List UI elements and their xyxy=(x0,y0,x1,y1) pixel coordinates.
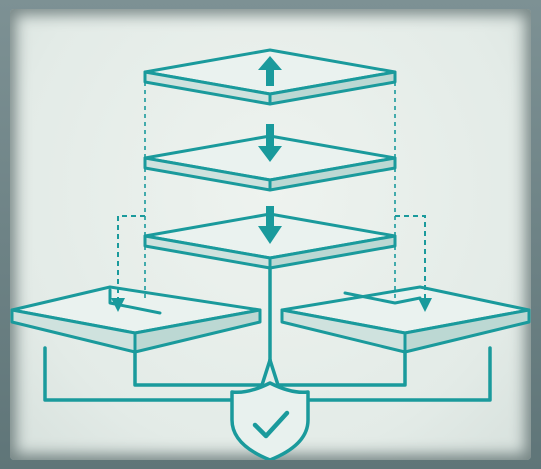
arrow-down-icon xyxy=(258,206,282,244)
diagram-canvas xyxy=(10,9,531,460)
arrow-down-icon xyxy=(418,298,432,312)
layer-bottom-left xyxy=(10,285,262,354)
inner-bracket-left xyxy=(133,350,272,387)
outer-bracket-left xyxy=(43,346,242,402)
layered-architecture-diagram xyxy=(10,48,531,460)
outer-bracket-right xyxy=(298,346,492,402)
dashed-arrow-left xyxy=(117,215,145,300)
inner-bracket-right xyxy=(268,350,407,387)
shield-check-icon xyxy=(230,381,310,460)
arrow-down-icon xyxy=(111,298,125,312)
left-layer-mark xyxy=(108,288,162,315)
arrow-down-icon xyxy=(258,124,282,162)
arrow-up-icon xyxy=(258,56,282,86)
layer-bottom-right xyxy=(280,285,531,354)
dashed-arrow-right xyxy=(395,215,426,300)
right-layer-mark xyxy=(343,291,422,305)
